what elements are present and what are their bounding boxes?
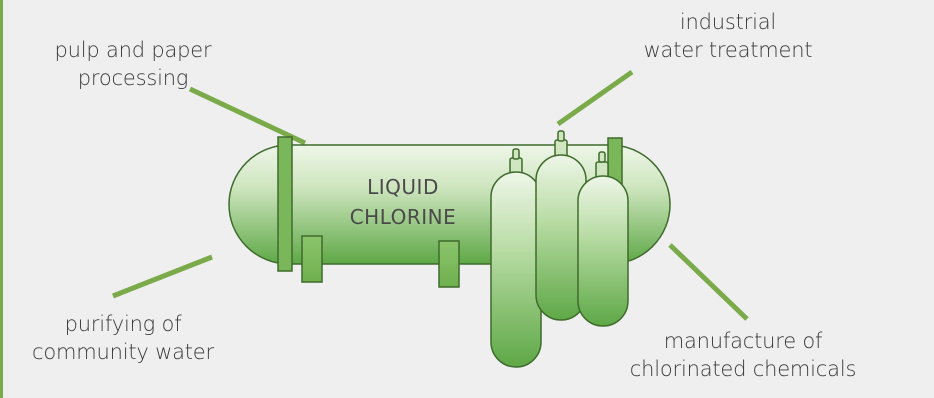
label-industrial-line1: industrial xyxy=(679,10,777,34)
label-industrial-water: industrial water treatment xyxy=(613,8,843,64)
connector-manufacture xyxy=(668,243,749,321)
tank-band-left xyxy=(277,136,293,272)
connector-industrial xyxy=(556,69,634,127)
gas-cylinder-left xyxy=(490,148,542,368)
connector-purify xyxy=(112,254,213,299)
connector-pulp xyxy=(188,86,307,146)
label-pulp-and-paper: pulp and paper processing xyxy=(33,36,233,92)
chlorine-uses-diagram: LIQUID CHLORINE xyxy=(112,69,749,368)
label-industrial-line2: water treatment xyxy=(643,38,813,62)
label-manufacture-line1: manufacture of xyxy=(663,329,823,353)
tank-label-line2: CHLORINE xyxy=(350,205,457,229)
tank-leg-right xyxy=(438,240,460,288)
tank-leg-left xyxy=(301,235,323,283)
label-pulp-line2: processing xyxy=(77,66,189,90)
label-pulp-line1: pulp and paper xyxy=(54,38,212,62)
label-purify-line2: community water xyxy=(32,340,214,364)
label-manufacture-chemicals: manufacture of chlorinated chemicals xyxy=(613,327,873,383)
label-purify-line1: purifying of xyxy=(64,312,182,336)
label-manufacture-line2: chlorinated chemicals xyxy=(629,357,857,381)
tank-label-line1: LIQUID xyxy=(367,175,439,199)
label-purifying-water: purifying of community water xyxy=(13,310,233,366)
gas-cylinder-right xyxy=(577,151,629,327)
